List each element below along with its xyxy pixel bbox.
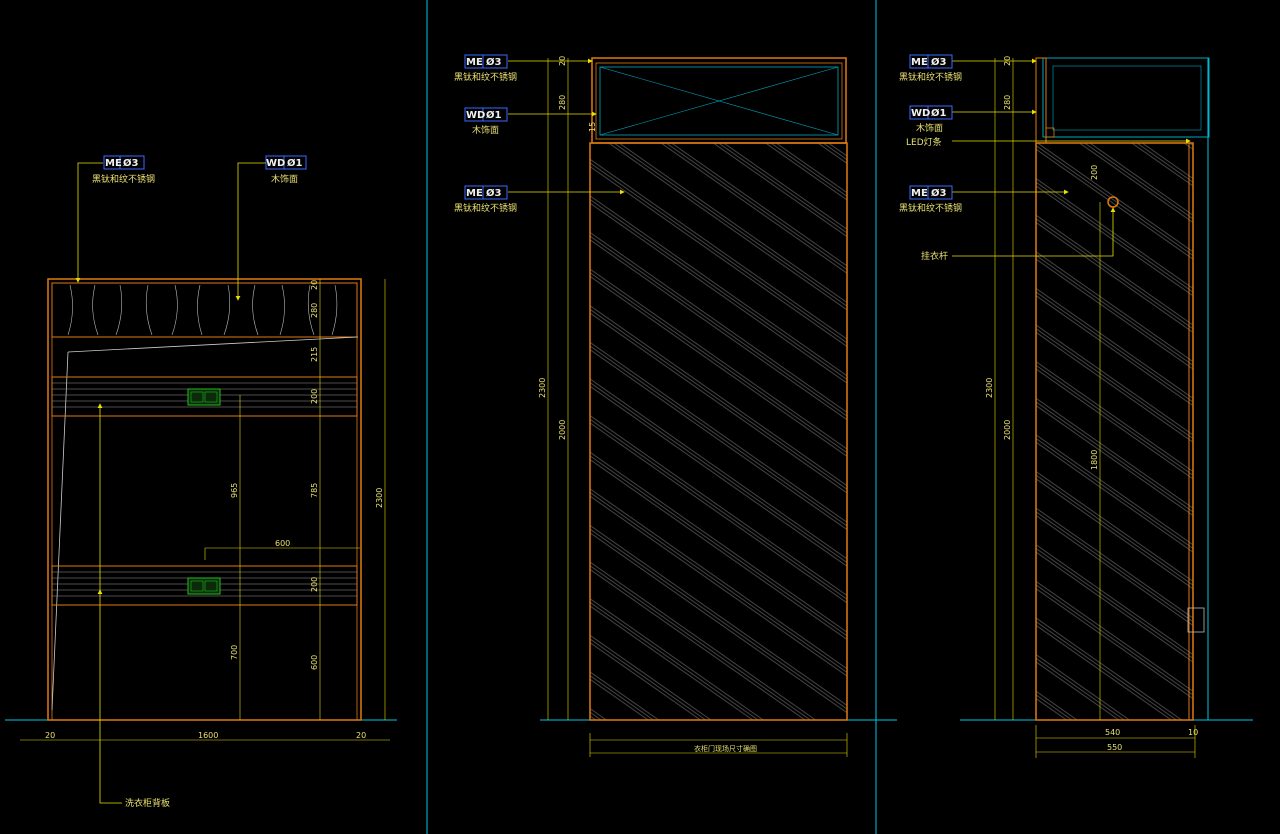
dim-right-2300: 2300 xyxy=(985,378,994,398)
dim-215: 215 xyxy=(310,347,319,362)
tag-code: ME xyxy=(466,57,483,68)
power-outlet-1 xyxy=(187,388,221,406)
tag-num: Ø1 xyxy=(931,107,947,119)
dim-left-20a: 20 xyxy=(45,731,55,740)
middle-elevation xyxy=(508,57,897,757)
tag-desc: 木饰面 xyxy=(916,122,943,134)
dim-right-200: 200 xyxy=(1090,165,1099,180)
dim-280: 280 xyxy=(310,303,319,318)
dim-right-10: 10 xyxy=(1188,728,1198,737)
tag-desc: 黑钛和纹不锈钢 xyxy=(899,202,962,214)
tag-num: Ø3 xyxy=(931,56,947,68)
tag-desc: 黑钛和纹不锈钢 xyxy=(454,202,517,214)
tag-desc: 黑钛和纹不锈钢 xyxy=(899,71,962,83)
dim-right-1800: 1800 xyxy=(1090,450,1099,470)
dim-700: 700 xyxy=(230,645,239,660)
callout-clothes-rod: 挂衣杆 xyxy=(921,250,948,262)
dim-right-550: 550 xyxy=(1107,743,1122,752)
tag-num: Ø1 xyxy=(287,157,303,169)
dim-2300: 2300 xyxy=(375,488,384,508)
tag-code: WD xyxy=(266,158,285,169)
tag-desc: 木饰面 xyxy=(472,124,499,136)
tag-wd01-right: WD Ø1 木饰面 xyxy=(909,105,953,134)
dim-mid-15: 15 xyxy=(588,122,597,132)
clothes-rod-section xyxy=(1107,196,1119,208)
dim-mid-2300: 2300 xyxy=(538,378,547,398)
dim-200b: 200 xyxy=(310,577,319,592)
dim-965: 965 xyxy=(230,483,239,498)
tag-wd01-left: WD Ø1 木饰面 xyxy=(265,155,307,185)
tag-code: WD xyxy=(466,110,485,121)
callout-backboard: 洗衣柜背板 xyxy=(125,797,170,809)
dim-20: 20 xyxy=(310,280,319,290)
tag-me03-left: ME Ø3 黑钛和纹不锈钢 xyxy=(92,155,155,185)
tag-desc: 木饰面 xyxy=(271,173,298,185)
power-outlet-2 xyxy=(187,577,221,595)
dim-200a: 200 xyxy=(310,389,319,404)
left-elevation xyxy=(5,162,397,804)
dim-right-280: 280 xyxy=(1003,95,1012,110)
tag-num: Ø3 xyxy=(486,56,502,68)
dim-right-2000: 2000 xyxy=(1003,420,1012,440)
tag-desc: 黑钛和纹不锈钢 xyxy=(92,173,155,185)
dim-mid-20: 20 xyxy=(558,56,567,66)
tag-wd01-mid: WD Ø1 木饰面 xyxy=(464,107,508,136)
tag-num: Ø3 xyxy=(123,157,139,169)
note-door-size: 衣柜门现场尺寸确图 xyxy=(694,744,757,753)
tag-desc: 黑钛和纹不锈钢 xyxy=(454,71,517,83)
tag-num: Ø3 xyxy=(931,187,947,199)
dim-right-540: 540 xyxy=(1105,728,1120,737)
tag-code: ME xyxy=(105,158,122,169)
dim-785: 785 xyxy=(310,483,319,498)
tag-num: Ø1 xyxy=(486,109,502,121)
tag-me03-mid-top: ME Ø3 黑钛和纹不锈钢 xyxy=(454,54,517,83)
tag-me03-mid-door: ME Ø3 黑钛和纹不锈钢 xyxy=(454,185,517,214)
dim-600-horizontal: 600 xyxy=(275,539,290,548)
tag-code: ME xyxy=(911,57,928,68)
dim-left-1600: 1600 xyxy=(198,731,218,740)
tag-code: WD xyxy=(911,108,930,119)
callout-led-strip: LED灯条 xyxy=(906,136,942,148)
dim-600: 600 xyxy=(310,655,319,670)
tag-code: ME xyxy=(911,188,928,199)
dim-mid-2000: 2000 xyxy=(558,420,567,440)
dim-left-20b: 20 xyxy=(356,731,366,740)
tag-code: ME xyxy=(466,188,483,199)
right-elevation xyxy=(952,57,1253,758)
tag-me03-right-top: ME Ø3 黑钛和纹不锈钢 xyxy=(899,54,962,83)
tag-me03-right-panel: ME Ø3 黑钛和纹不锈钢 xyxy=(899,185,962,214)
dim-mid-280: 280 xyxy=(558,95,567,110)
tag-num: Ø3 xyxy=(486,187,502,199)
dim-right-20: 20 xyxy=(1003,56,1012,66)
